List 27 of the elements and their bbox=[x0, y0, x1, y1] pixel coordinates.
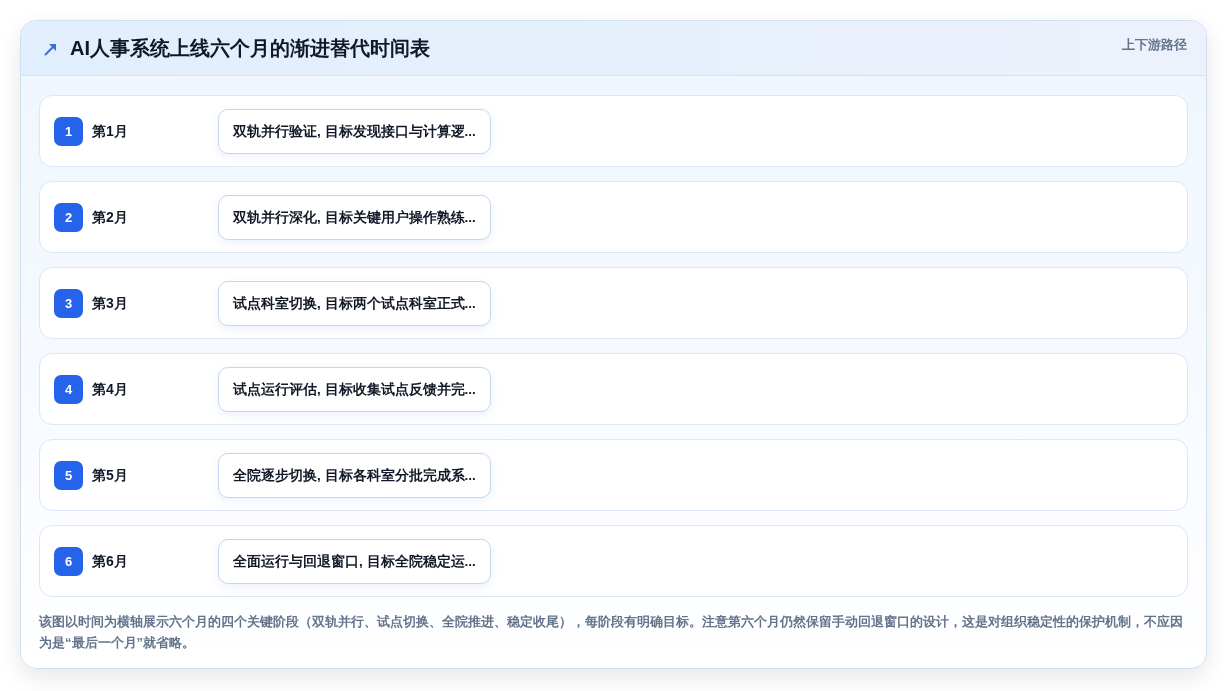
month-label: 第6月 bbox=[92, 552, 128, 571]
title-text: AI人事系统上线六个月的渐进替代时间表 bbox=[70, 36, 430, 61]
month-row bbox=[39, 95, 1188, 167]
month-row bbox=[39, 439, 1188, 511]
number-badge: 3 bbox=[54, 289, 83, 318]
month-label: 第3月 bbox=[92, 294, 128, 313]
month-label: 第4月 bbox=[92, 380, 128, 399]
month-row bbox=[39, 181, 1188, 253]
month-row bbox=[39, 267, 1188, 339]
month-row bbox=[39, 353, 1188, 425]
goal-box: 双轨并行深化, 目标关键用户操作熟练... bbox=[218, 195, 491, 240]
goal-box: 试点运行评估, 目标收集试点反馈并完... bbox=[218, 367, 491, 412]
month-row bbox=[39, 525, 1188, 597]
goal-box: 全面运行与回退窗口, 目标全院稳定运... bbox=[218, 539, 491, 584]
month-label: 第2月 bbox=[92, 208, 128, 227]
goal-box: 全院逐步切换, 目标各科室分批完成系... bbox=[218, 453, 491, 498]
month-label: 第1月 bbox=[92, 122, 128, 141]
goal-box: 双轨并行验证, 目标发现接口与计算逻... bbox=[218, 109, 491, 154]
number-badge: 2 bbox=[54, 203, 83, 232]
number-badge: 5 bbox=[54, 461, 83, 490]
number-badge: 1 bbox=[54, 117, 83, 146]
goal-box: 试点科室切换, 目标两个试点科室正式... bbox=[218, 281, 491, 326]
month-label: 第5月 bbox=[92, 466, 128, 485]
caption-text: 该图以时间为横轴展示六个月的四个关键阶段（双轨并行、试点切换、全院推进、稳定收尾），每阶段有明确目标。注意第六个月仍然保留手动回退窗口的设计，这是对组织稳定性的保护机制，不应因为是“最后一个月”就省略。 bbox=[39, 613, 1184, 652]
number-badge: 6 bbox=[54, 547, 83, 576]
number-badge: 4 bbox=[54, 375, 83, 404]
corner-label: 上下游路径 bbox=[1122, 36, 1187, 53]
